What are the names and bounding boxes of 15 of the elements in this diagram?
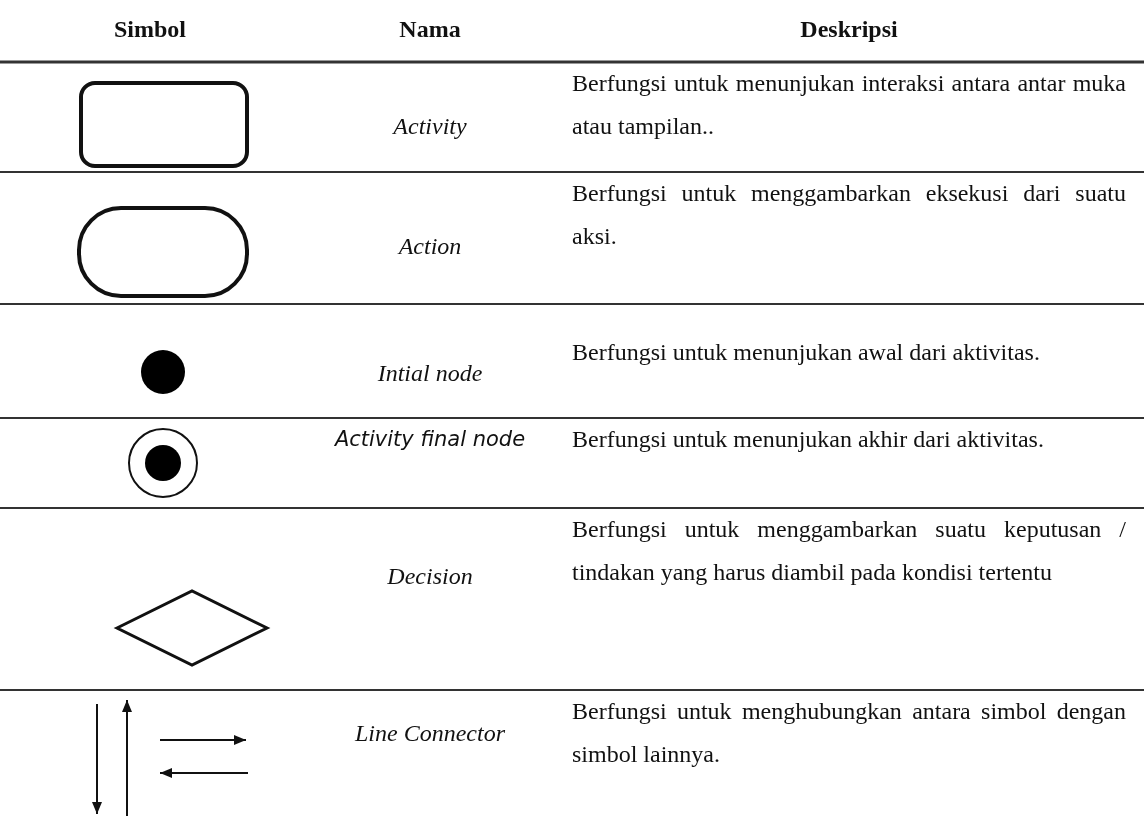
symbol-name: Line Connector — [354, 719, 506, 748]
symbol-name: Activity — [391, 112, 468, 141]
symbol-name: Intial node — [376, 359, 484, 388]
description-text: Berfungsi untuk menunjukan akhir dari aktivitas. — [572, 425, 1045, 454]
description-text: Berfungsi untuk menunjukan interaksi antara antar muka atau tampilan.. — [572, 69, 1126, 141]
description-text: Berfungsi untuk menunjukan awal dari aktivitas. — [572, 338, 1041, 367]
symbol-name: Action — [396, 232, 463, 261]
column-header: Deskripsi — [799, 15, 899, 44]
column-header: Nama — [398, 15, 462, 44]
symbol-name: Decision — [386, 562, 474, 591]
description-text: Berfungsi untuk menggambarkan suatu keputusan / tindakan yang harus diambil pada kondisi tertentu — [572, 515, 1126, 587]
description-text: Berfungsi untuk menghubungkan antara simbol dengan simbol lainnya. — [572, 697, 1126, 769]
description-text: Berfungsi untuk menggambarkan eksekusi dari suatu aksi. — [572, 179, 1126, 251]
symbol-name: Activity final node — [333, 426, 527, 453]
column-header: Simbol — [113, 15, 187, 44]
